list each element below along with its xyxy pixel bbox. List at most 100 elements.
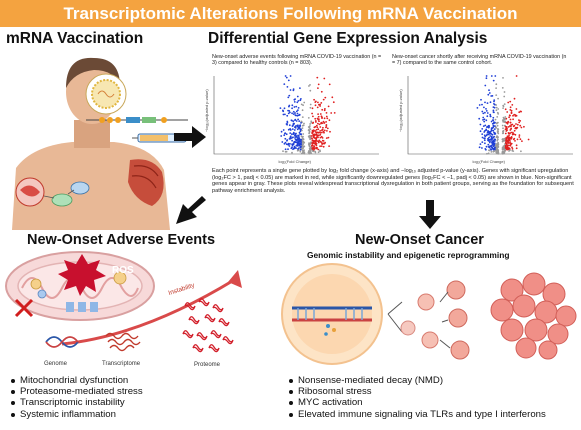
gene-point [515, 144, 518, 147]
gene-point [315, 100, 317, 103]
gene-point [487, 133, 490, 136]
dge-description: Each point represents a single gene plot… [212, 168, 574, 194]
gene-point [301, 116, 304, 118]
gene-point [317, 87, 319, 89]
gene-point [505, 137, 508, 139]
gene-point [501, 124, 504, 127]
gene-point [481, 136, 484, 139]
gene-point [284, 75, 287, 77]
gene-point [479, 143, 482, 145]
gene-point [490, 148, 493, 151]
gene-point [479, 130, 482, 133]
gene-point [299, 150, 302, 153]
gene-point [310, 135, 313, 137]
gene-point [491, 95, 494, 97]
gene-point [520, 150, 522, 153]
gene-point [289, 111, 291, 114]
gene-point [493, 100, 495, 103]
gene-point [497, 113, 500, 115]
gene-point [497, 146, 499, 148]
gene-point [298, 131, 301, 134]
gene-point [324, 141, 326, 144]
gene-point [527, 138, 530, 141]
gene-point [312, 147, 314, 149]
gene-point [285, 143, 288, 146]
gene-point [286, 123, 288, 126]
gene-point [296, 114, 299, 117]
gene-point [491, 147, 494, 149]
gene-point [508, 147, 511, 150]
gene-point [483, 139, 486, 142]
gene-point [303, 101, 306, 104]
gene-point [518, 119, 520, 121]
gene-point [289, 128, 291, 130]
gene-point [502, 104, 505, 107]
vaccination-illustration [12, 57, 196, 230]
gene-point [310, 120, 313, 123]
gene-point [504, 144, 507, 147]
gene-point [323, 109, 326, 112]
gene-point [309, 106, 312, 109]
gene-point [483, 120, 486, 123]
gene-point [284, 113, 286, 116]
gene-point [486, 126, 488, 128]
gene-point [313, 98, 315, 101]
gene-point [316, 76, 319, 79]
gene-point [481, 141, 484, 143]
gene-point [319, 133, 322, 136]
gene-point [495, 122, 498, 125]
plot2-caption: New-onset cancer shortly after receiving… [392, 54, 567, 67]
gene-point [311, 150, 314, 152]
gene-point [300, 143, 302, 146]
gene-point [487, 93, 490, 96]
gene-point [493, 128, 496, 130]
gene-point [518, 136, 521, 138]
gene-point [504, 146, 507, 149]
gene-point [508, 134, 510, 137]
gene-point [485, 75, 488, 77]
gene-point [515, 147, 518, 150]
gene-point [515, 127, 518, 130]
cancer-bullet: Ribosomal stress [289, 386, 546, 397]
gene-point [323, 77, 326, 80]
gene-point [492, 150, 495, 153]
gene-point [289, 89, 292, 91]
gene-point [484, 124, 487, 127]
gene-point [326, 130, 328, 132]
gene-point [291, 143, 293, 146]
gene-point [501, 87, 504, 89]
gene-point [508, 144, 510, 147]
gene-point [485, 77, 488, 80]
ros-label: ROS [112, 265, 134, 276]
gene-point [308, 143, 310, 146]
gene-point [307, 117, 310, 119]
gene-point [298, 147, 300, 149]
gene-point [327, 136, 330, 139]
gene-point [507, 141, 509, 144]
gene-point [288, 104, 291, 107]
gene-point [510, 137, 513, 139]
protein-glyph [218, 318, 230, 327]
gene-point [302, 104, 304, 107]
gene-point [490, 133, 493, 135]
gene-point [515, 108, 518, 110]
gene-point [489, 115, 492, 118]
gene-point [322, 145, 325, 148]
gene-point [512, 118, 514, 121]
gene-point [294, 114, 297, 117]
gene-point [297, 109, 299, 111]
gene-point [292, 113, 295, 115]
gene-point [488, 89, 490, 92]
gene-point [321, 117, 323, 119]
gene-point [516, 138, 519, 141]
gene-point [317, 115, 320, 118]
gene-point [290, 137, 293, 139]
gene-point [284, 137, 287, 140]
gene-point [312, 115, 314, 118]
gene-point [309, 123, 311, 125]
gene-point [291, 133, 293, 136]
gene-point [286, 120, 289, 123]
gene-point [297, 100, 300, 102]
gene-point [506, 139, 509, 142]
gene-point [503, 139, 505, 142]
